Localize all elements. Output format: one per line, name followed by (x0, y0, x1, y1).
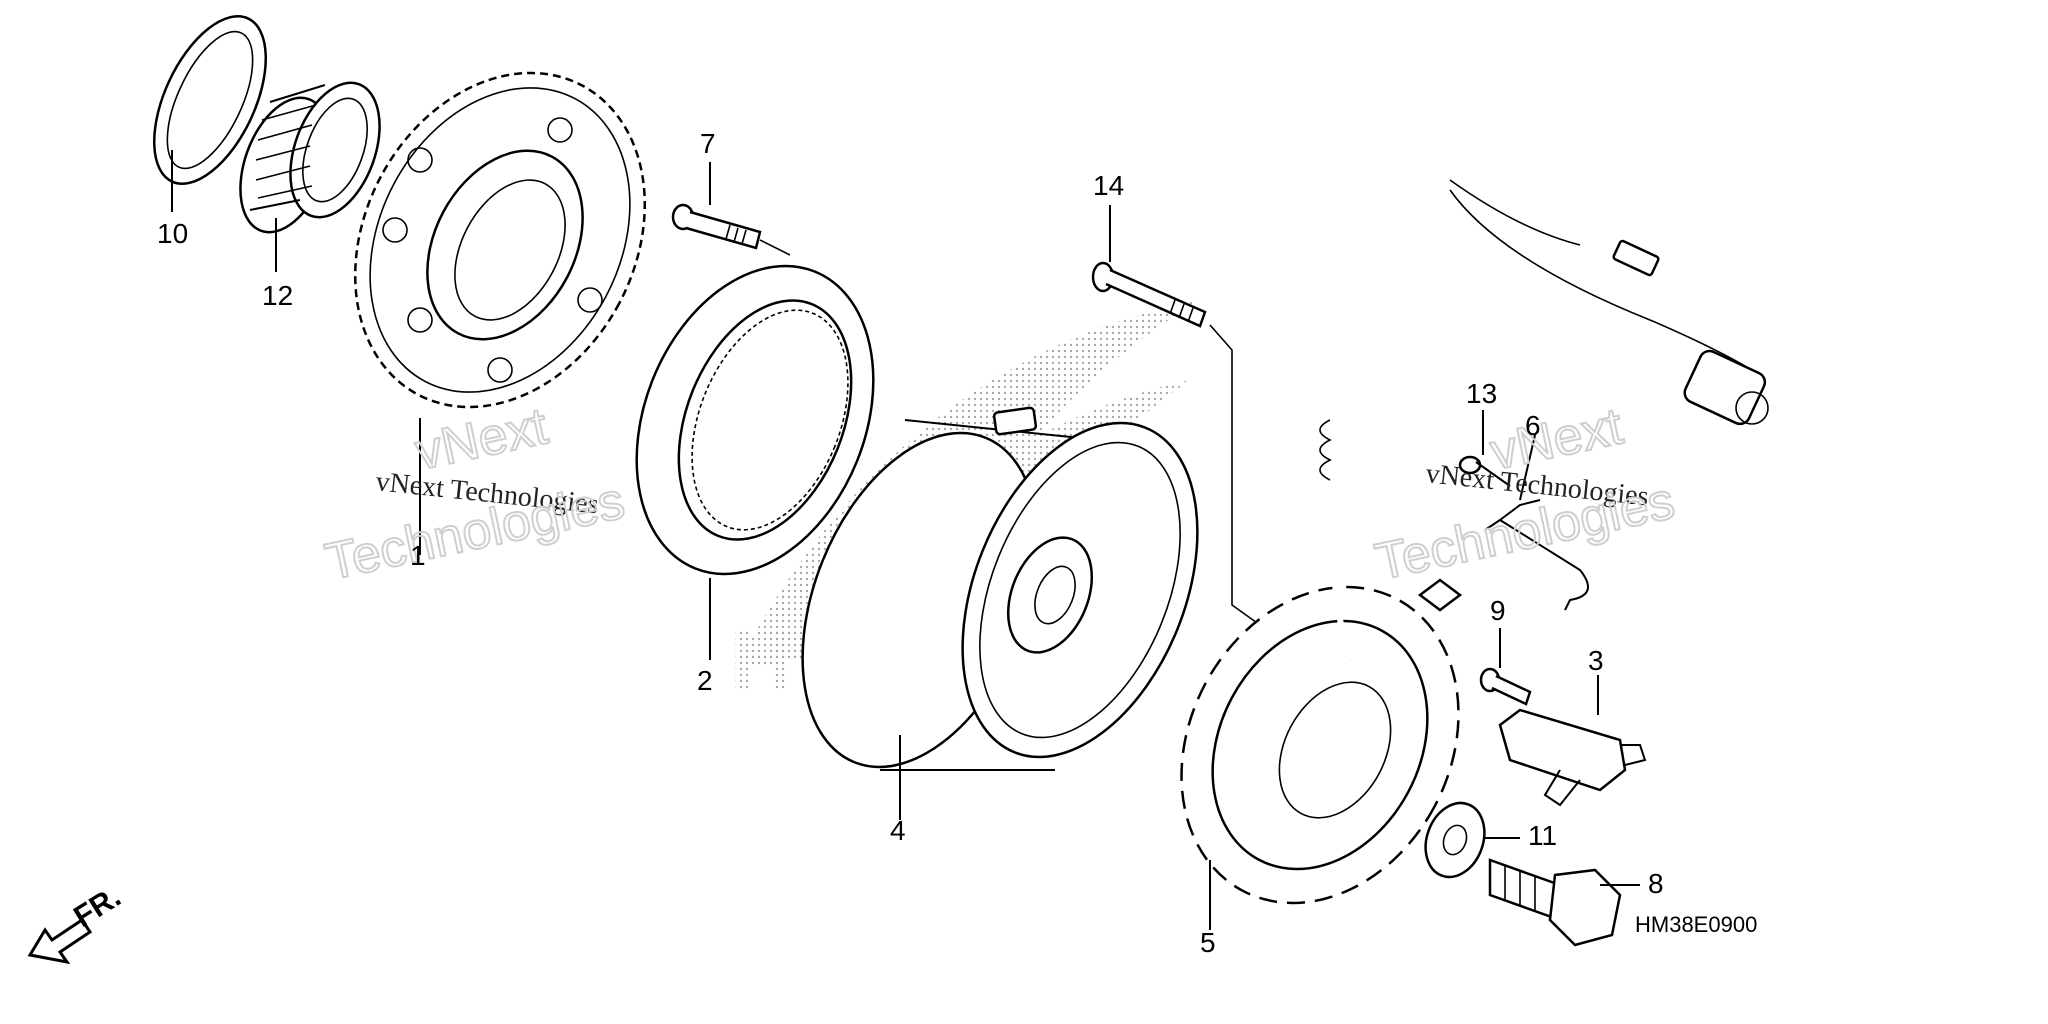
callout-3: 3 (1588, 645, 1604, 676)
front-direction-indicator: FR. (27, 880, 127, 965)
callout-5: 5 (1200, 927, 1216, 958)
bolt-part-14 (1091, 205, 1261, 626)
watermark-big-left-line1: vNext (410, 397, 553, 481)
needle-bearing-part-12 (239, 81, 381, 272)
starter-driven-gear-part-1 (353, 71, 647, 555)
callout-12: 12 (262, 280, 293, 311)
callout-6: 6 (1525, 410, 1541, 441)
callout-14: 14 (1093, 170, 1124, 201)
flywheel-part-4 (801, 406, 1199, 820)
flange-bolt-part-8 (1488, 858, 1640, 947)
drawing-code: HM38E0900 (1635, 912, 1757, 937)
callout-8: 8 (1648, 868, 1664, 899)
screw-part-9 (1479, 628, 1532, 706)
callout-2: 2 (697, 665, 713, 696)
bolt-part-7 (671, 162, 791, 256)
pulse-generator-part-3 (1498, 675, 1647, 807)
callout-13: 13 (1466, 378, 1497, 409)
arrow-icon (27, 917, 93, 965)
callout-7: 7 (700, 128, 716, 159)
callout-9: 9 (1490, 595, 1506, 626)
washer-part-11 (1424, 801, 1520, 879)
callout-4: 4 (890, 815, 906, 846)
one-way-clutch-part-2 (635, 264, 875, 660)
clamp-part-6 (1417, 434, 1589, 612)
washer-part-10 (152, 14, 268, 212)
callout-1: 1 (410, 540, 426, 571)
callout-labels: 10 12 1 7 2 4 14 5 13 6 9 3 11 8 (157, 128, 1664, 958)
watermark-big-right-line1: vNext (1485, 397, 1628, 481)
callout-11: 11 (1528, 820, 1557, 851)
callout-10: 10 (157, 218, 188, 249)
screw-part-13 (1458, 410, 1511, 487)
stator-part-5 (1180, 141, 1769, 930)
